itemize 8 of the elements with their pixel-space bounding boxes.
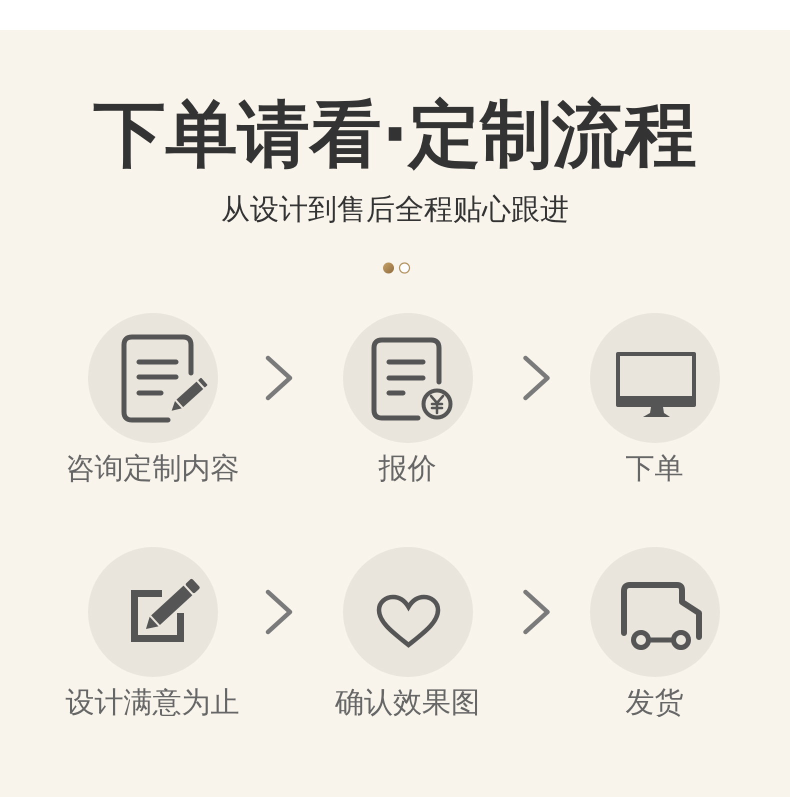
title: 下单请看·定制流程	[93, 91, 697, 178]
subtitle: 从设计到售后全程贴心跟进	[221, 191, 569, 227]
step-label: 报价	[378, 451, 436, 485]
step-label: 下单	[626, 451, 684, 485]
step-label: 设计满意为止	[66, 685, 240, 719]
step-label: 咨询定制内容	[66, 451, 240, 485]
step-label: 确认效果图	[335, 685, 480, 719]
step-label: 发货	[626, 685, 684, 719]
